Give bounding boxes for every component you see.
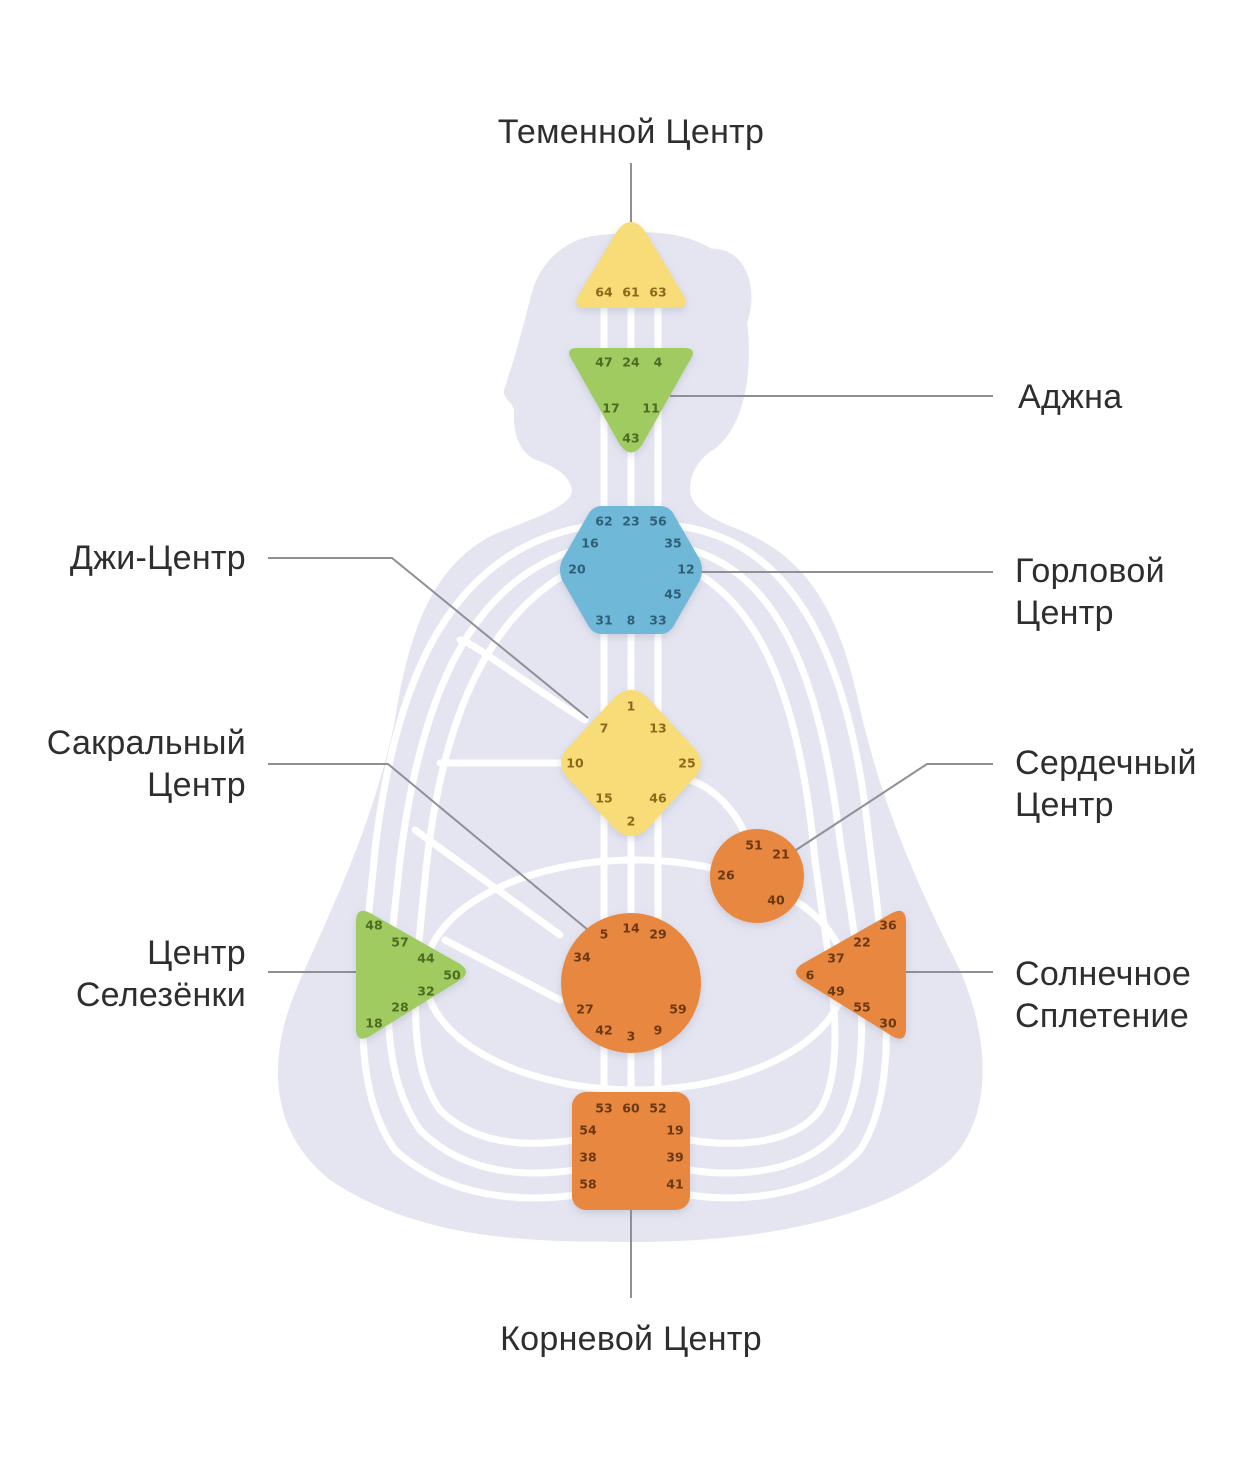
gate-number: 51: [745, 838, 762, 853]
gate-number: 43: [622, 431, 639, 446]
gate-number: 37: [827, 951, 844, 966]
gate-number: 64: [595, 285, 613, 300]
gate-number: 50: [443, 968, 461, 983]
label-g-center: Джи-Центр: [70, 539, 246, 577]
gate-number: 38: [579, 1150, 596, 1165]
gate-number: 40: [767, 893, 785, 908]
throat-center[interactable]: [560, 506, 702, 634]
gate-number: 5: [600, 927, 609, 942]
gate-number: 1: [627, 699, 636, 714]
label-sacral-line2: Центр: [147, 766, 246, 804]
label-spleen-line2: Селезёнки: [76, 976, 246, 1014]
gate-number: 41: [666, 1177, 683, 1192]
gate-number: 2: [627, 814, 636, 829]
label-heart-line1: Сердечный: [1015, 744, 1197, 782]
label-throat-line2: Центр: [1015, 594, 1114, 632]
label-head-center: Теменной Центр: [498, 113, 764, 151]
gate-number: 29: [649, 927, 666, 942]
gate-number: 27: [576, 1002, 593, 1017]
gate-number: 4: [654, 355, 663, 370]
gate-number: 3: [627, 1029, 636, 1044]
gate-number: 52: [649, 1101, 666, 1116]
gate-number: 14: [622, 921, 640, 936]
gate-number: 8: [627, 613, 636, 628]
gate-number: 48: [365, 918, 382, 933]
gate-number: 32: [417, 984, 434, 999]
gate-number: 20: [568, 562, 586, 577]
label-heart-line2: Центр: [1015, 786, 1114, 824]
gate-number: 16: [581, 536, 599, 551]
gate-number: 33: [649, 613, 666, 628]
label-sacral-line1: Сакральный: [47, 724, 246, 762]
leader-lines: [268, 163, 993, 1298]
gate-number: 59: [669, 1002, 686, 1017]
label-solar-line1: Солнечное: [1015, 955, 1191, 993]
spleen-center[interactable]: [356, 910, 466, 1039]
gate-number: 15: [595, 791, 612, 806]
gate-number: 45: [664, 587, 681, 602]
gate-number: 31: [595, 613, 612, 628]
gate-number: 30: [879, 1016, 897, 1031]
gate-number: 36: [879, 918, 897, 933]
ajna-center[interactable]: [569, 348, 693, 453]
sacral-center[interactable]: [561, 913, 701, 1053]
root-center[interactable]: [572, 1092, 690, 1210]
gate-number: 56: [649, 514, 667, 529]
gate-number: 12: [677, 562, 694, 577]
gate-number: 55: [853, 1000, 870, 1015]
gate-number: 34: [573, 950, 591, 965]
gate-number: 53: [595, 1101, 612, 1116]
gate-number: 13: [649, 721, 666, 736]
label-solar-line2: Сплетение: [1015, 997, 1189, 1035]
gate-number: 19: [666, 1123, 683, 1138]
gate-number: 57: [391, 935, 408, 950]
label-root-center: Корневой Центр: [500, 1320, 762, 1358]
gate-number: 61: [622, 285, 639, 300]
gate-number: 11: [642, 401, 659, 416]
gate-number: 63: [649, 285, 666, 300]
gate-number: 10: [566, 756, 584, 771]
gate-number: 6: [806, 968, 815, 983]
gate-number: 22: [853, 935, 870, 950]
gate-number: 39: [666, 1150, 683, 1165]
label-spleen-line1: Центр: [147, 934, 246, 972]
gate-number: 54: [579, 1123, 597, 1138]
gate-number: 25: [678, 756, 695, 771]
g-center[interactable]: [561, 690, 701, 836]
hair-bun: [700, 248, 752, 333]
gate-number: 62: [595, 514, 612, 529]
gate-number: 58: [579, 1177, 596, 1192]
gate-number: 17: [602, 401, 619, 416]
heart-center[interactable]: [710, 829, 804, 923]
gate-number: 42: [595, 1023, 612, 1038]
gate-number: 26: [717, 868, 735, 883]
gate-number: 23: [622, 514, 639, 529]
head-center[interactable]: [576, 222, 686, 308]
gate-number: 7: [600, 721, 609, 736]
gate-number: 35: [664, 536, 681, 551]
gate-number: 60: [622, 1101, 640, 1116]
gate-number: 9: [654, 1023, 663, 1038]
label-ajna: Аджна: [1018, 378, 1122, 416]
gate-number: 46: [649, 791, 667, 806]
gate-number: 28: [391, 1000, 408, 1015]
gate-number: 44: [417, 951, 435, 966]
gate-number: 49: [827, 984, 844, 999]
gate-number: 18: [365, 1016, 382, 1031]
gate-number: 47: [595, 355, 612, 370]
gate-number: 24: [622, 355, 640, 370]
solar-plexus-center[interactable]: [796, 910, 906, 1039]
gate-number: 21: [772, 847, 789, 862]
label-throat-line1: Горловой: [1015, 552, 1165, 590]
